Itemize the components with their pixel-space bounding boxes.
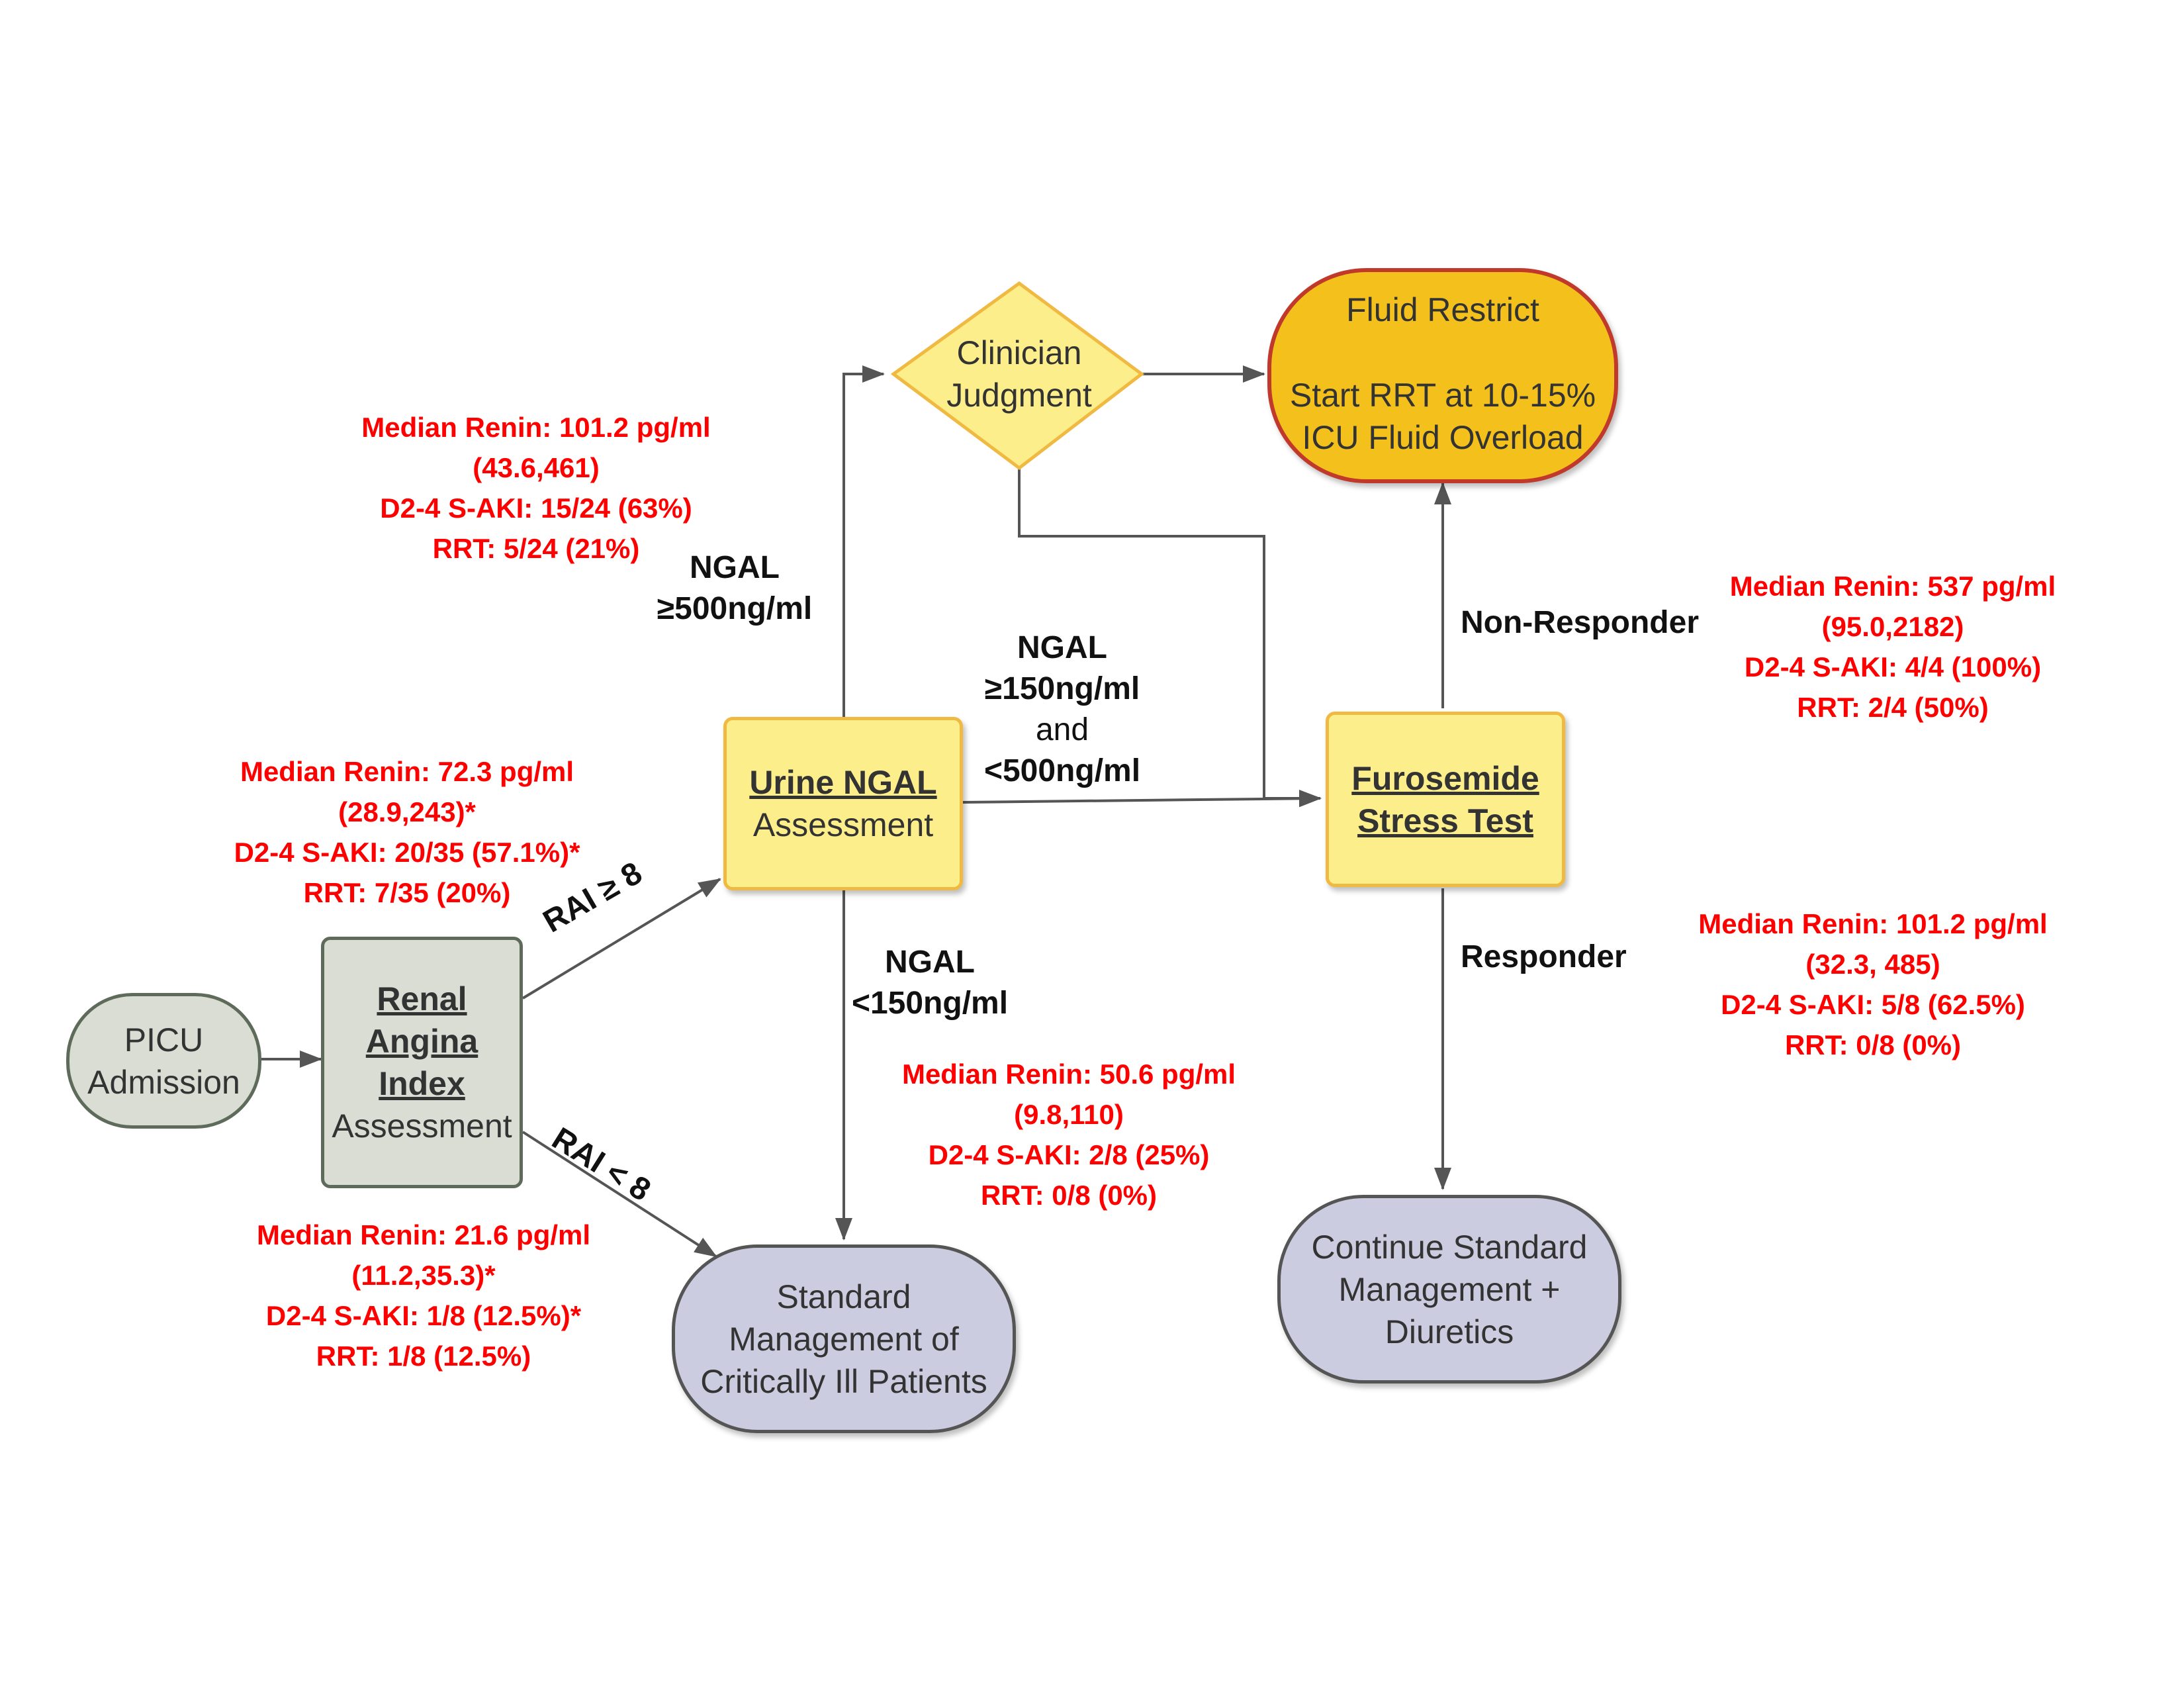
picu-line-2: Admission <box>87 1063 240 1101</box>
stats-ngal-low-range: (9.8,110) <box>1014 1099 1124 1130</box>
rai-title-line-1: Renal <box>377 980 467 1017</box>
standard-line-1: Standard <box>776 1278 911 1315</box>
stats-rai-high-rrt: RRT: 7/35 (20%) <box>303 877 511 908</box>
stats-non-responder-range: (95.0,2182) <box>1821 611 1964 642</box>
continue-line-2: Management + <box>1338 1270 1561 1308</box>
stats-ngal-high: Median Renin: 101.2 pg/ml (43.6,461) D2-… <box>334 407 738 569</box>
ngal-high-line-2: ≥500ng/ml <box>657 591 813 626</box>
stats-responder: Median Renin: 101.2 pg/ml (32.3, 485) D2… <box>1671 904 2075 1065</box>
ngal-low-line-1: NGAL <box>885 945 975 980</box>
ngal-mid-line-3: and <box>1035 712 1089 747</box>
urine-ngal-assessment-node: Urine NGAL Assessment <box>723 717 963 890</box>
clinician-line-2: Judgment <box>946 377 1092 414</box>
stats-rai-low-saki: D2-4 S-AKI: 1/8 (12.5%)* <box>265 1300 582 1331</box>
renal-angina-index-node: Renal Angina Index Assessment <box>321 937 523 1188</box>
stats-rai-low: Median Renin: 21.6 pg/ml (11.2,35.3)* D2… <box>222 1215 625 1376</box>
fluid-restrict-title: Fluid Restrict <box>1346 291 1539 328</box>
standard-line-2: Management of <box>729 1320 959 1358</box>
stats-responder-saki: D2-4 S-AKI: 5/8 (62.5%) <box>1721 989 2025 1020</box>
continue-line-1: Continue Standard <box>1311 1228 1588 1266</box>
rai-subtitle: Assessment <box>332 1107 512 1145</box>
ngal-mid-line-4: <500ng/ml <box>983 753 1141 788</box>
edge-label-non-responder: Non-Responder <box>1461 605 1699 640</box>
stats-rai-low-renin: Median Renin: 21.6 pg/ml <box>256 1219 591 1250</box>
stats-non-responder-saki: D2-4 S-AKI: 4/4 (100%) <box>1744 651 2042 682</box>
picu-admission-node: PICU Admission <box>66 993 261 1129</box>
stats-ngal-high-saki: D2-4 S-AKI: 15/24 (63%) <box>380 492 692 524</box>
stats-rai-high-saki: D2-4 S-AKI: 20/35 (57.1%)* <box>234 837 580 868</box>
arrow-rai-to-ngal <box>522 878 721 1000</box>
stats-rai-high-range: (28.9,243)* <box>338 796 476 827</box>
stats-non-responder-renin: Median Renin: 537 pg/ml <box>1729 571 2056 602</box>
standard-management-node: Standard Management of Critically Ill Pa… <box>672 1244 1016 1433</box>
clinician-line-1: Clinician <box>956 334 1082 371</box>
clinician-judgment-diamond <box>890 281 1145 471</box>
stats-responder-range: (32.3, 485) <box>1805 949 1940 980</box>
stats-rai-high: Median Renin: 72.3 pg/ml (28.9,243)* D2-… <box>205 751 609 913</box>
edge-label-ngal-high: NGAL ≥500ng/ml <box>652 547 817 630</box>
clinician-judgment-node: Clinician Judgment <box>923 324 1115 424</box>
stats-ngal-high-range: (43.6,461) <box>473 452 600 483</box>
fst-title-line-2: Stress Test <box>1357 802 1533 839</box>
arrow-ngal-to-fst <box>962 790 1322 808</box>
stats-ngal-low: Median Renin: 50.6 pg/ml (9.8,110) D2-4 … <box>867 1054 1271 1215</box>
picu-line-1: PICU <box>124 1021 204 1058</box>
fst-title-line-1: Furosemide <box>1351 759 1539 797</box>
furosemide-stress-test-node: Furosemide Stress Test <box>1326 712 1565 887</box>
arrow-clinician-to-fst <box>1018 468 1322 807</box>
edge-label-ngal-low: NGAL <150ng/ml <box>847 942 1013 1024</box>
stats-ngal-low-rrt: RRT: 0/8 (0%) <box>980 1180 1158 1211</box>
continue-line-3: Diuretics <box>1385 1313 1514 1350</box>
fluid-restrict-node: Fluid Restrict Start RRT at 10-15% ICU F… <box>1267 268 1618 483</box>
rai-title-line-2: Angina <box>365 1023 478 1060</box>
ngal-low-line-2: <150ng/ml <box>851 986 1009 1021</box>
fluid-restrict-line-1: Start RRT at 10-15% <box>1289 377 1596 414</box>
ngal-mid-line-2: ≥150ng/ml <box>984 671 1140 706</box>
arrow-rai-to-standard <box>522 1131 717 1258</box>
ngal-high-line-1: NGAL <box>690 550 780 585</box>
continue-standard-node: Continue Standard Management + Diuretics <box>1277 1195 1621 1383</box>
stats-responder-rrt: RRT: 0/8 (0%) <box>1784 1029 1962 1060</box>
arrow-ngal-to-clinician <box>842 365 885 717</box>
stats-ngal-high-rrt: RRT: 5/24 (21%) <box>432 533 640 564</box>
stats-non-responder-rrt: RRT: 2/4 (50%) <box>1797 692 1989 723</box>
stats-rai-low-rrt: RRT: 1/8 (12.5%) <box>316 1340 531 1372</box>
stats-ngal-high-renin: Median Renin: 101.2 pg/ml <box>361 412 711 443</box>
rai-title-line-3: Index <box>379 1065 465 1102</box>
ngal-assessment-title: Urine NGAL <box>749 764 937 801</box>
stats-ngal-low-saki: D2-4 S-AKI: 2/8 (25%) <box>928 1139 1210 1170</box>
ngal-assessment-subtitle: Assessment <box>752 806 934 843</box>
standard-line-3: Critically Ill Patients <box>700 1362 987 1400</box>
stats-rai-low-range: (11.2,35.3)* <box>351 1260 496 1291</box>
fluid-restrict-line-2: ICU Fluid Overload <box>1302 419 1584 456</box>
edge-label-ngal-mid: NGAL ≥150ng/ml and <500ng/ml <box>976 628 1148 792</box>
stats-non-responder: Median Renin: 537 pg/ml (95.0,2182) D2-4… <box>1691 566 2095 727</box>
edge-label-responder: Responder <box>1461 939 1627 974</box>
stats-ngal-low-renin: Median Renin: 50.6 pg/ml <box>901 1058 1236 1090</box>
stats-rai-high-renin: Median Renin: 72.3 pg/ml <box>240 756 574 787</box>
stats-responder-renin: Median Renin: 101.2 pg/ml <box>1698 908 2048 939</box>
ngal-mid-line-1: NGAL <box>1017 630 1107 665</box>
